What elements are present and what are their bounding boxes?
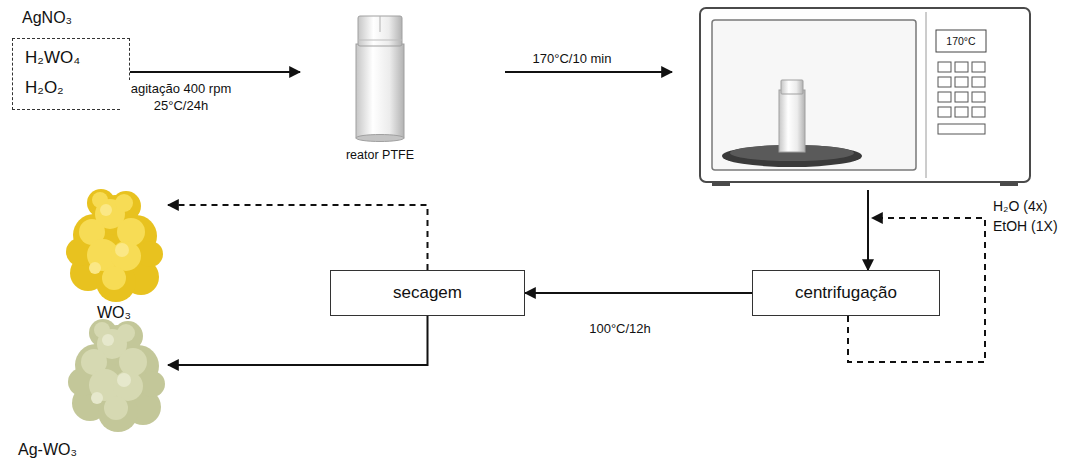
process-label: centrifugação bbox=[795, 283, 897, 303]
oven-panel-divider bbox=[926, 12, 927, 178]
oven-key bbox=[955, 62, 968, 72]
reagent-group: AgNO₃ H₂WO₄H₂O₂ bbox=[12, 6, 130, 110]
oven-key bbox=[972, 62, 985, 72]
flow-arrow bbox=[130, 71, 300, 73]
oven-display bbox=[936, 30, 986, 52]
oven-key bbox=[955, 77, 968, 87]
oven-key bbox=[938, 77, 951, 87]
reactor-base bbox=[356, 135, 404, 142]
process-box: secagem bbox=[330, 270, 525, 316]
oven-key bbox=[938, 124, 985, 134]
label-anchor: EtOH (1X) bbox=[993, 218, 1058, 235]
reagent-formula: H₂WO₄ bbox=[13, 43, 129, 73]
ptfe-reactor: reator PTFE bbox=[300, 8, 505, 178]
group-heading: AgNO₃ bbox=[12, 6, 130, 30]
flow-arrow bbox=[168, 316, 428, 365]
powder-highlight bbox=[81, 322, 147, 420]
process-label: secagem bbox=[393, 283, 462, 303]
powder-speck bbox=[89, 204, 129, 274]
oven-key bbox=[938, 92, 951, 102]
powder-sample: WO₃ bbox=[60, 186, 168, 328]
powder-sample: Ag-WO₃ bbox=[14, 316, 168, 462]
reactor-cap bbox=[358, 16, 402, 46]
dashed-group-frame: H₂WO₄H₂O₂ bbox=[12, 38, 130, 110]
oven-key bbox=[955, 92, 968, 102]
ptfe-reactor-drawing bbox=[356, 16, 404, 142]
oven-key bbox=[972, 92, 985, 102]
reactor-cap-slot bbox=[380, 16, 381, 32]
process-box: centrifugação bbox=[752, 270, 940, 316]
oven-key bbox=[938, 62, 951, 72]
powder-speck bbox=[91, 334, 131, 404]
picture-label: reator PTFE bbox=[320, 148, 440, 163]
picture-label: 170°C bbox=[936, 30, 986, 52]
condition-label: 100°C/12h bbox=[565, 320, 675, 337]
oven-body bbox=[700, 8, 1030, 182]
edge-label-anchor: agitação 400 rpm 25°C/24h bbox=[122, 80, 240, 114]
condition-label: agitação 400 rpm 25°C/24h bbox=[122, 80, 240, 114]
ag-wo3-powder-drawing bbox=[68, 319, 165, 432]
dashed-flow-arrow bbox=[168, 205, 428, 270]
picture-label: Ag-WO₃ bbox=[18, 440, 98, 459]
wo3-powder-drawing bbox=[66, 189, 163, 302]
flow-arrow bbox=[525, 292, 752, 294]
reactor-cap-rim bbox=[358, 40, 402, 41]
reactor-body bbox=[356, 44, 404, 138]
microwave-drawing bbox=[700, 8, 1030, 186]
edge-label-anchor: 170°C/10 min bbox=[512, 50, 632, 67]
oven-key bbox=[955, 107, 968, 117]
condition-label: 170°C/10 min bbox=[512, 50, 632, 67]
reagent-formula: H₂O₂ bbox=[13, 73, 129, 103]
oven-key bbox=[972, 77, 985, 87]
label-anchor: H₂O (4x) bbox=[993, 198, 1047, 215]
wash-solvent-label: EtOH (1X) bbox=[993, 218, 1058, 235]
oven-key bbox=[938, 107, 951, 117]
powder-highlight bbox=[79, 192, 145, 290]
flow-arrow bbox=[867, 190, 869, 270]
oven-key bbox=[972, 107, 985, 117]
wash-solvent-label: H₂O (4x) bbox=[993, 198, 1047, 215]
powder-base bbox=[68, 319, 165, 432]
reactor-in-oven-cap bbox=[781, 80, 803, 94]
powder-base bbox=[66, 189, 163, 302]
reactor-in-oven bbox=[779, 90, 805, 152]
picture-label: WO₃ bbox=[60, 303, 168, 322]
oven-keypad bbox=[938, 62, 985, 134]
edge-label-anchor: 100°C/12h bbox=[565, 320, 675, 337]
oven-door bbox=[712, 20, 916, 170]
flow-arrow bbox=[505, 71, 672, 73]
microwave-oven: 170°C bbox=[672, 4, 1034, 190]
